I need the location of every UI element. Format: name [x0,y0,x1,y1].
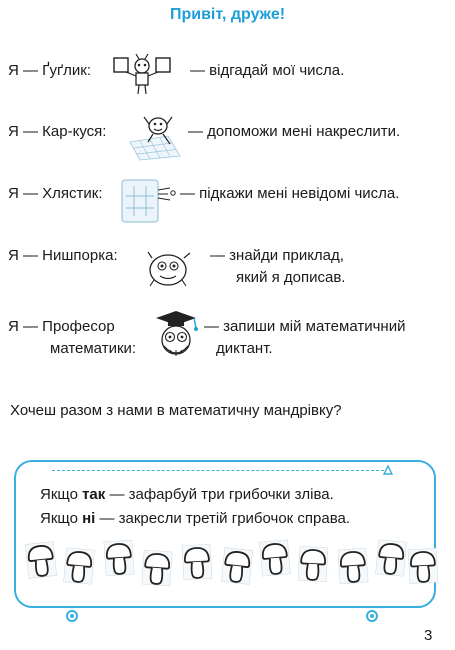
instruction-no: Якщо ні — закресли третій грибочок справ… [40,510,350,527]
character-name: Я — Професор [8,318,115,335]
nyshporka-icon [147,251,191,287]
instruction-rest: — закресли третій грибочок справа. [95,510,351,527]
instruction-prefix: Якщо [40,510,83,527]
dashed-line [52,470,384,471]
character-request: — знайди приклад, [210,247,344,264]
arrow-icon [382,464,394,475]
mushroom-icon[interactable] [141,549,173,587]
pin-left-icon [66,610,78,622]
character-name-continued: математики: [50,340,137,357]
instruction-yes: Якщо так — зафарбуй три грибочки зліва. [40,486,334,503]
mushroom-icon[interactable] [24,541,58,580]
mushroom-icon[interactable] [181,543,213,581]
guglyk-icon [113,53,171,95]
pin-right-icon [366,610,378,622]
instruction-rest: — зафарбуй три грибочки зліва. [105,486,334,503]
mushroom-icon[interactable] [407,547,439,585]
page-number: 3 [424,627,433,644]
karkusia-icon [129,116,181,161]
character-name: Я — Нишпорка: [8,247,118,264]
character-request-continued: диктант. [216,340,273,357]
page-title: Привіт, друже! [169,6,286,23]
mushroom-icon[interactable] [337,547,369,585]
character-name: Я — Ґуґлик: [8,62,92,79]
mushroom-icon[interactable] [103,539,135,577]
character-request: — допоможи мені накреслити. [188,123,401,140]
character-request: — запиши мій математичний [204,318,406,335]
question-text: Хочеш разом з нами в математичну мандрів… [10,402,342,419]
character-name: Я — Хлястик: [8,185,103,202]
mushroom-icon[interactable] [258,539,291,577]
instruction-prefix: Якщо [40,486,83,503]
character-request-continued: який я дописав. [236,269,346,286]
khliastyk-icon [121,179,176,223]
instruction-board [14,460,436,608]
character-name: Я — Кар-куся: [8,123,107,140]
character-request: — відгадай мої числа. [190,62,345,79]
mushroom-icon[interactable] [62,547,95,585]
mushroom-icon[interactable] [297,545,329,583]
mushroom-icon[interactable] [220,547,254,586]
mushroom-icon[interactable] [374,539,407,577]
instruction-keyword-no: ні [82,510,96,527]
professor-icon [156,311,198,356]
character-request: — підкажи мені невідомі числа. [180,185,400,202]
instruction-keyword-yes: так [82,486,106,503]
